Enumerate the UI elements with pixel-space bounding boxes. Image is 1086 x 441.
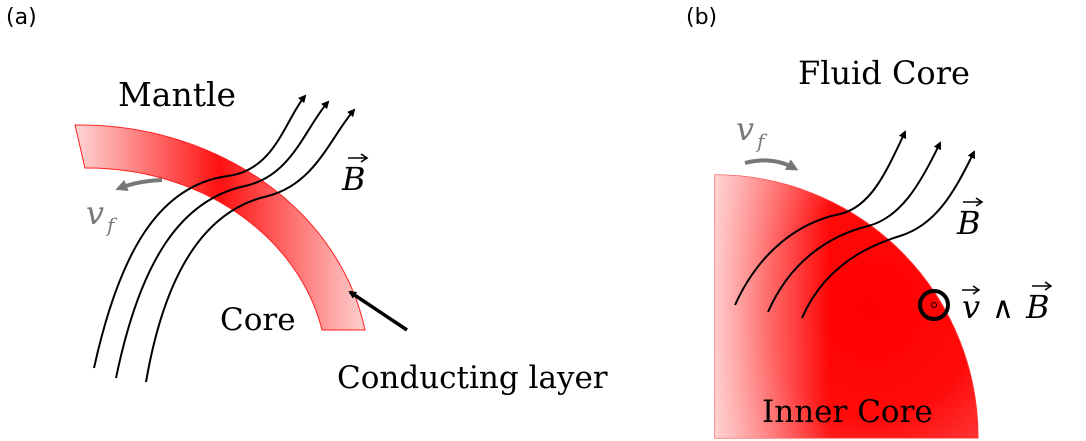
field-label-b: B [956, 197, 984, 242]
vector-arrow-icon [348, 153, 369, 163]
conducting-layer-shell [74, 124, 366, 331]
cross-b-symbol: B [1025, 288, 1050, 326]
cross-product-label: v ∧ B [962, 281, 1053, 326]
conducting-layer-pointer [348, 290, 408, 332]
velocity-label-b: v f [736, 110, 768, 153]
cross-operator: ∧ [992, 291, 1014, 326]
core-label: Core [220, 302, 296, 338]
field-label-a: B [341, 153, 369, 198]
field-line-a1 [93, 94, 307, 369]
velocity-arrow-b [744, 158, 799, 171]
panel-a: (a) Mantle Core Conducting layer v f B [6, 5, 608, 396]
velocity-label-a: v f [86, 194, 118, 237]
panel-a-label: (a) [6, 5, 37, 30]
velocity-subscript-a: f [105, 213, 118, 237]
fluid-core-label: Fluid Core [798, 54, 970, 92]
velocity-symbol-a: v [86, 194, 104, 232]
cross-v-symbol: v [962, 288, 980, 326]
field-symbol-a: B [341, 160, 366, 198]
panel-b-label: (b) [686, 5, 717, 30]
out-of-page-icon [918, 289, 950, 321]
field-line-b1 [734, 130, 907, 306]
velocity-subscript-b: f [755, 129, 768, 153]
vector-arrow-icon [962, 285, 981, 295]
field-line-b3 [801, 150, 975, 319]
conducting-layer-label: Conducting layer [337, 360, 608, 396]
panel-b: (b) Fluid Core Inner Core v f B v [686, 5, 1053, 439]
field-line-b2 [767, 141, 942, 313]
mantle-label: Mantle [118, 75, 236, 114]
field-symbol-b: B [956, 204, 981, 242]
velocity-arrow-a [115, 178, 163, 192]
inner-core-fade [715, 174, 979, 438]
vector-arrow-icon [1032, 281, 1053, 291]
vector-arrow-icon [963, 197, 984, 207]
inner-core-label: Inner Core [762, 394, 933, 430]
field-line-a2 [115, 100, 330, 379]
field-line-a3 [145, 108, 356, 383]
velocity-symbol-b: v [736, 110, 754, 148]
